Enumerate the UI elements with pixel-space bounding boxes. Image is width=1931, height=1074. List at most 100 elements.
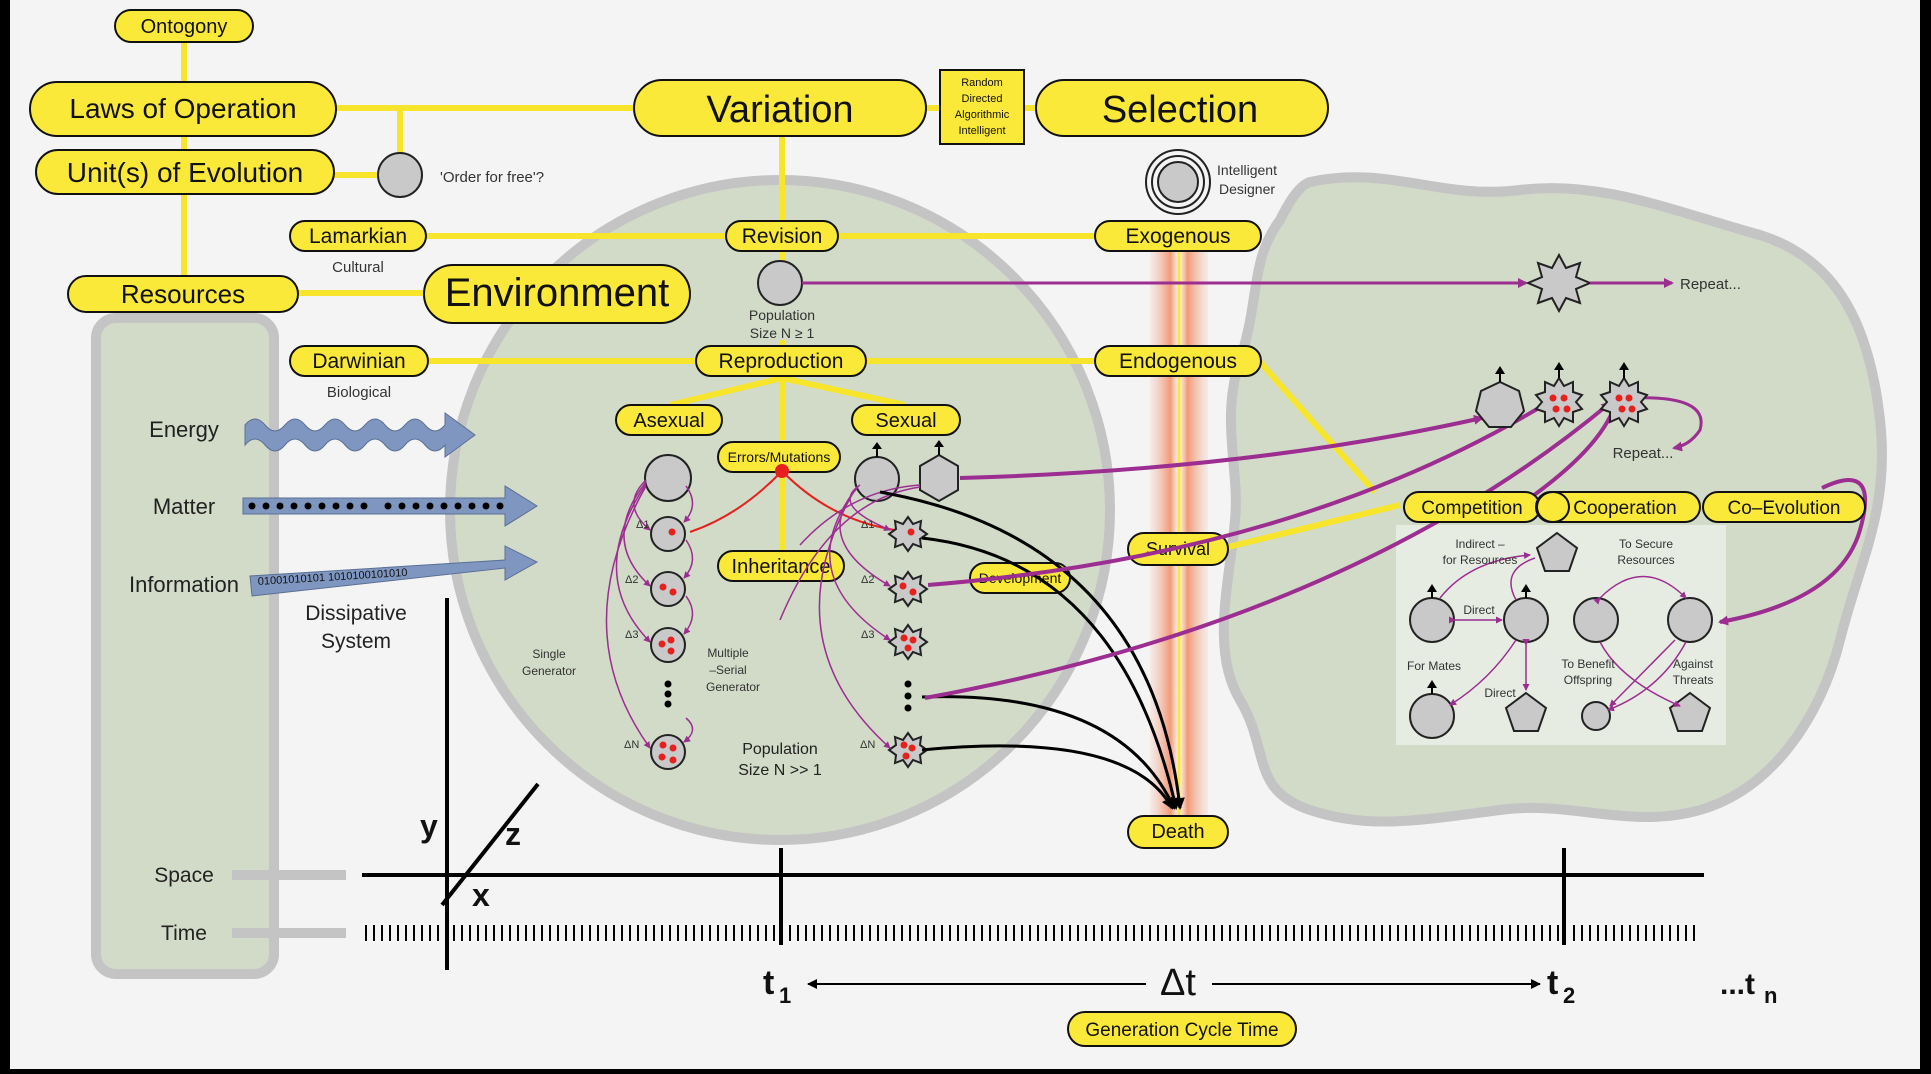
asexual-offspring-3 (650, 627, 686, 663)
to-secure-resources-label-1: To Secure (1619, 537, 1673, 551)
matter-arrow-icon (242, 485, 538, 527)
axis-z-label: z (505, 816, 521, 852)
to-benefit-offspring-label-1: To Benefit (1561, 657, 1615, 671)
matter-label: Matter (153, 494, 215, 519)
repeat-lower-label: Repeat... (1613, 445, 1674, 462)
generation-cycle-time-label: Generation Cycle Time (1085, 1020, 1278, 1041)
asexual-label: Asexual (633, 410, 704, 432)
sexual-lineage (779, 440, 959, 769)
pentagon-direct (1504, 691, 1548, 732)
matter-dot (454, 502, 462, 510)
to-benefit-offspring-label-2: Offspring (1564, 673, 1612, 687)
energy-label: Energy (149, 417, 219, 442)
dissipative-system-label-2: System (321, 630, 391, 653)
node-inheritance: Inheritance (717, 550, 845, 582)
biological-label: Biological (327, 384, 391, 401)
node-ontogony: Ontogony (114, 9, 254, 43)
node-sexual: Sexual (851, 404, 961, 436)
node-asexual: Asexual (615, 404, 723, 436)
reproduction-label: Reproduction (719, 350, 844, 373)
to-secure-resources-label-2: Resources (1617, 553, 1674, 567)
intelligent-designer-label-2: Designer (1219, 181, 1275, 197)
matter-dot (304, 502, 312, 510)
ontogony-label: Ontogony (141, 16, 228, 38)
t2-label: t (1547, 964, 1558, 1002)
order-for-free-label: 'Order for free'? (440, 169, 544, 186)
direct-bottom-label: Direct (1484, 686, 1516, 700)
exogenous-label: Exogenous (1125, 225, 1230, 248)
population-small-label-1: Population (749, 307, 815, 323)
indirect-resources-label-1: Indirect – (1455, 537, 1505, 551)
node-laws-of-operation: Laws of Operation (29, 81, 337, 137)
sexual-delta-2: Δ2 (861, 574, 874, 586)
competitor-b (1503, 597, 1549, 643)
t2-subscript: 2 (1563, 983, 1575, 1008)
inheritance-label: Inheritance (732, 556, 831, 578)
matter-dot (412, 502, 420, 510)
death-curves (879, 490, 1185, 810)
node-exogenous: Exogenous (1094, 220, 1262, 252)
interaction-network (1409, 531, 1713, 739)
matter-dot (346, 502, 354, 510)
tn-subscript: n (1764, 983, 1777, 1008)
offspring-circle (1581, 701, 1611, 731)
multiple-generator-label-2: –Serial (709, 663, 746, 677)
population-small-label-2: Size N ≥ 1 (750, 325, 815, 341)
matter-dot (262, 502, 270, 510)
matter-dot (290, 502, 298, 510)
asexual-lineage (605, 454, 694, 770)
sexual-offspring-n (887, 731, 929, 769)
node-resources: Resources (67, 275, 299, 313)
lamarkian-label: Lamarkian (309, 225, 407, 248)
asexual-delta-3: Δ3 (625, 629, 638, 641)
units-of-evolution-label: Unit(s) of Evolution (67, 157, 304, 188)
cooperator-b (1667, 597, 1713, 643)
variation-type-random: Random (961, 77, 1003, 89)
laws-of-operation-label: Laws of Operation (69, 93, 296, 124)
single-generator-label-1: Single (532, 647, 566, 661)
environment-label: Environment (445, 271, 670, 315)
population-large-label-1: Population (742, 741, 818, 758)
sexual-offspring-1 (887, 515, 929, 553)
pentagon-resource (1535, 531, 1579, 572)
node-revision: Revision (725, 220, 839, 252)
single-generator-label-2: Generator (522, 664, 576, 678)
asexual-delta-n: ΔN (624, 739, 639, 751)
interaction-shapes (1474, 362, 1649, 428)
indirect-resources-label-2: for Resources (1443, 553, 1518, 567)
population-large-label-2: Size N >> 1 (738, 762, 822, 779)
mate-target (1409, 693, 1455, 739)
direct-top-label: Direct (1463, 603, 1495, 617)
node-competition: Competition (1403, 491, 1541, 523)
asexual-offspring-2 (650, 571, 686, 607)
axis-y-label: y (420, 808, 438, 844)
matter-dot (482, 502, 490, 510)
matter-dot (276, 502, 284, 510)
yellow-connectors (181, 40, 1401, 554)
node-endogenous: Endogenous (1094, 345, 1262, 377)
star-mutant-2 (1599, 376, 1649, 428)
multiple-generator-label-1: Multiple (707, 646, 749, 660)
population-small-circle (757, 260, 803, 306)
dissipative-system-box (91, 313, 279, 979)
order-for-free-circle (377, 152, 423, 198)
node-death: Death (1127, 815, 1229, 849)
against-threats-label-2: Threats (1673, 673, 1714, 687)
competition-cooperation-joint (1536, 491, 1570, 523)
matter-dot (426, 502, 434, 510)
node-development: Development (969, 562, 1071, 594)
variation-label: Variation (706, 89, 853, 131)
node-errors-mutations: Errors/Mutations (717, 441, 841, 473)
competitor-a (1409, 597, 1455, 643)
node-selection: Selection (1035, 79, 1329, 137)
dissipative-system-label-1: Dissipative (305, 602, 407, 625)
multiple-generator-label-3: Generator (706, 680, 760, 694)
cooperation-label: Cooperation (1573, 498, 1677, 519)
sexual-parent-heptagon (919, 453, 959, 503)
tn-label: ...t (1720, 968, 1755, 1001)
repeat-top-label: Repeat... (1680, 276, 1741, 293)
axis-x-label: x (472, 877, 490, 913)
node-environment: Environment (423, 264, 691, 324)
information-label: Information (129, 572, 239, 597)
asexual-parent (644, 454, 692, 502)
